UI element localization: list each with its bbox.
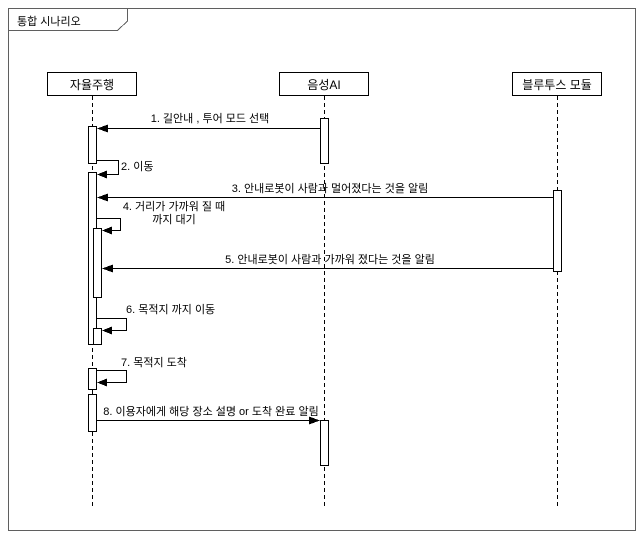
message-1-label: 1. 길안내 , 투어 모드 선택 [150, 113, 270, 125]
activation-bar-voice-ai-2 [320, 420, 329, 466]
message-5-arrowhead-icon [102, 264, 113, 273]
frame-title: 통합 시나리오 [17, 16, 81, 28]
lifeline-name: 음성AI [307, 77, 341, 92]
frame-border [8, 8, 636, 531]
message-8-label: 8. 이용자에게 해당 장소 설명 or 도착 완료 알림 [103, 406, 319, 418]
message-6-label: 6. 목적지 까지 이동 [126, 304, 216, 316]
message-4-arrowhead-icon [102, 226, 112, 235]
message-2-label: 2. 이동 [121, 161, 154, 173]
lifeline-head-autonomous-driving: 자율주행 [47, 72, 137, 96]
message-5-label: 5. 안내로봇이 사람과 가까워 졌다는 것을 알림 [225, 254, 435, 266]
activation-bar-autonomous-driving-arrive [88, 368, 97, 390]
message-2-self-line [97, 160, 119, 175]
message-2-arrowhead-icon [97, 170, 107, 179]
activation-bar-voice-ai-1 [320, 118, 329, 164]
message-7-self-line [97, 370, 127, 383]
frame-tab [8, 8, 128, 31]
activation-bar-autonomous-driving-move [93, 328, 102, 345]
activation-bar-bluetooth-module [553, 190, 562, 272]
message-4-label: 4. 거리가 가까워 질 때까지 대기 [122, 201, 226, 226]
activation-bar-autonomous-driving-1 [88, 126, 97, 164]
lifeline-name: 블루투스 모듈 [522, 77, 592, 92]
message-3-arrowhead-icon [97, 193, 108, 202]
lifeline-head-bluetooth-module: 블루투스 모듈 [512, 72, 602, 96]
message-8-arrowhead-icon [309, 416, 320, 425]
lifeline-head-voice-ai: 음성AI [279, 72, 369, 96]
lifeline-name: 자율주행 [69, 77, 115, 92]
message-3-label: 3. 안내로봇이 사람과 멀어졌다는 것을 알림 [231, 183, 429, 195]
message-7-label: 7. 목적지 도착 [121, 357, 187, 369]
message-7-arrowhead-icon [97, 378, 107, 387]
message-6-self-line [97, 318, 127, 331]
message-1-arrowhead-icon [97, 124, 108, 133]
message-6-arrowhead-icon [102, 326, 112, 335]
message-4-self-line [97, 218, 121, 231]
activation-bar-autonomous-driving-notify [88, 394, 97, 432]
activation-bar-autonomous-driving-wait [93, 228, 102, 298]
